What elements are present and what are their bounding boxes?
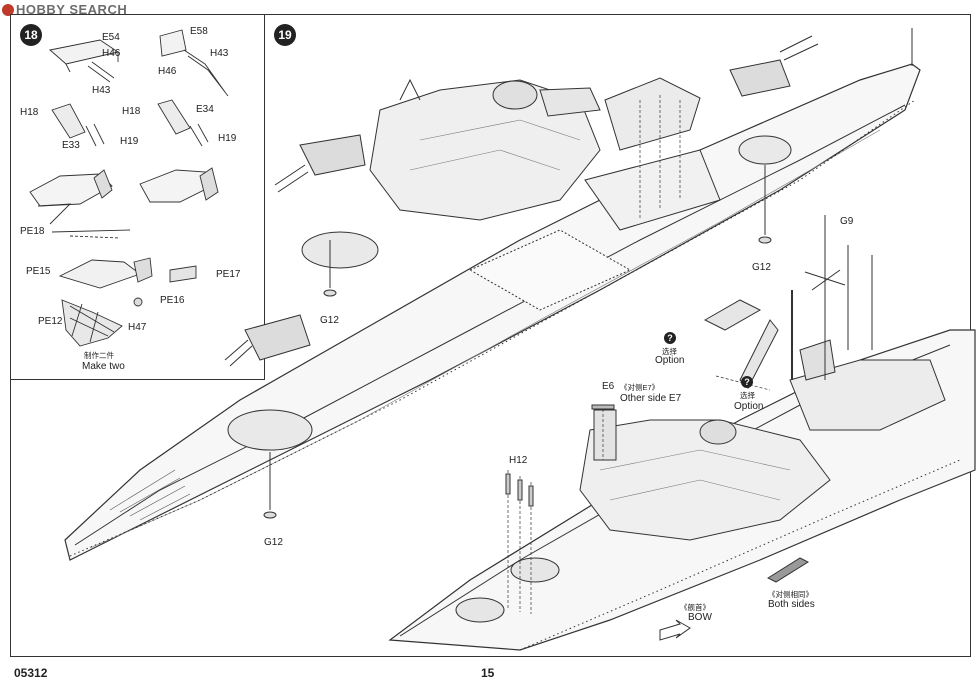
label-h19-left: H19 — [120, 136, 139, 147]
step-19-badge: 19 — [274, 24, 296, 46]
step-18-badge: 18 — [20, 24, 42, 46]
label-pe12: PE12 — [38, 316, 63, 327]
logo-text: HOBBY SEARCH — [16, 2, 128, 17]
label-pe18: PE18 — [20, 226, 45, 237]
step-18-panel — [10, 14, 265, 380]
label-h47: H47 — [128, 322, 147, 333]
label-h12: H12 — [509, 455, 528, 466]
kit-number: 05312 — [14, 666, 48, 680]
label-h43-top: H43 — [92, 85, 111, 96]
label-g12-bottom: G12 — [264, 537, 283, 548]
label-h18-left: H18 — [20, 107, 39, 118]
label-option-1-cn: 选择 — [662, 347, 677, 356]
hull-main-view — [64, 28, 921, 561]
label-option-2-en: Option — [734, 401, 764, 412]
label-option-2-cn: 选择 — [740, 391, 755, 400]
label-h43-right: H43 — [210, 48, 229, 59]
label-both-sides-en: Both sides — [768, 599, 815, 610]
option-2-icon: ? — [741, 376, 753, 388]
label-h19-right: H19 — [218, 133, 237, 144]
label-e7-en: Other side E7 — [620, 393, 682, 404]
label-e6: E6 — [602, 381, 615, 392]
label-make-two-en: Make two — [82, 361, 125, 372]
label-g12-right: G12 — [752, 262, 771, 273]
label-bow-en: BOW — [688, 612, 712, 623]
page-number: 15 — [481, 666, 495, 680]
inset-parts-sketch — [29, 29, 229, 347]
label-g9: G9 — [840, 216, 854, 227]
label-e58: E58 — [190, 26, 208, 37]
hobby-search-logo: HOBBY SEARCH — [2, 2, 127, 17]
label-e54: E54 — [102, 32, 120, 43]
label-e7-cn: 《对侧E7》 — [620, 383, 660, 392]
label-both-sides-cn: 《对侧相同》 — [768, 590, 813, 599]
label-pe15: PE15 — [26, 266, 51, 277]
label-option-1-en: Option — [655, 355, 685, 366]
label-e33: E33 — [62, 140, 80, 151]
label-h46-right: H46 — [158, 66, 177, 77]
label-pe16: PE16 — [160, 295, 185, 306]
label-make-two-cn: 制作二件 — [84, 351, 114, 360]
label-h18-right: H18 — [122, 106, 141, 117]
label-e34: E34 — [196, 104, 214, 115]
hull-detail-view — [388, 215, 976, 651]
label-bow-cn: 《舰首》 — [680, 603, 710, 612]
option-1-icon: ? — [664, 332, 676, 344]
label-h46-top: H46 — [102, 48, 121, 59]
label-g12-top: G12 — [320, 315, 339, 326]
logo-mark-icon — [2, 3, 14, 16]
label-pe17: PE17 — [216, 269, 241, 280]
